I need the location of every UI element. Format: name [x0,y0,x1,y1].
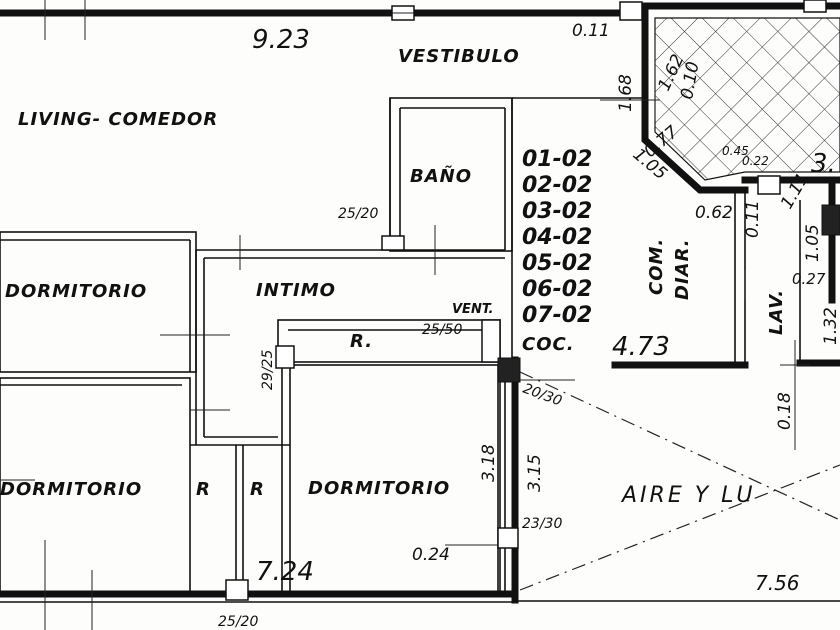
dim-bottom-width: 7.24 [256,557,314,587]
dim-label: 3.18 [479,444,499,482]
patio-lines [519,371,840,591]
schedule-item: 06-02 [522,277,592,302]
room-label-dormitorio-1: DORMITORIO [5,281,147,302]
schedule-item: 01-02 [522,147,592,172]
room-label-dormitorio-3: DORMITORIO [308,478,450,499]
column [821,204,840,236]
column-size-label: 20/30 [521,381,564,410]
room-label-bano: BAÑO [410,164,472,187]
dim-top-width: 9.23 [252,25,310,55]
stair-hatch [654,17,840,181]
dim-label: 0.11 [743,200,763,238]
room-label-ropero: R. [350,331,373,352]
room-label-diar: DIAR. [672,238,693,300]
dim-label: 0.45 [722,144,749,158]
columns [225,0,840,601]
column [757,175,781,195]
patio-diagonal-2 [519,464,840,591]
dim-label: 1.32 [821,307,840,345]
column-size-label: 29/25 [260,350,276,390]
column-size-label: 23/30 [522,516,562,532]
patio-diagonal-1 [519,371,840,521]
partitions [0,97,801,595]
column-size-label: 25/20 [338,206,378,222]
dim-label: 1.11 [777,170,813,213]
schedule-item: 02-02 [522,173,592,198]
column [481,319,501,363]
dim-label: 0.18 [775,392,795,430]
column [803,0,827,13]
room-label-com: COM. [646,238,667,295]
unit-schedule: 01-02 02-02 03-02 04-02 05-02 06-02 07-0… [522,147,592,355]
column [381,235,405,251]
dim-label: 3.15 [525,454,545,492]
dim-label: 0.22 [742,154,769,168]
room-label-aire-y-luz: AIRE Y LU [620,483,756,508]
dim-label: 1.05 [803,224,823,262]
dimension-lines [0,0,810,630]
dim-label: 0.27 [792,270,826,288]
room-label-vestibulo: VESTIBULO [398,46,520,67]
column [225,579,249,601]
dim-label: 0.11 [572,21,610,41]
coc-label: COC. [522,334,575,355]
schedule-item: 03-02 [522,199,592,224]
dim-label: 3. [811,149,836,179]
schedule-item: 05-02 [522,251,592,276]
column [619,1,643,21]
ropero-box [277,319,501,363]
column-size-label: 25/20 [218,614,258,630]
column [275,345,295,369]
room-label-vent: VENT. [452,302,493,317]
room-label-living-comedor: LIVING- COMEDOR [18,109,218,130]
dormitorio-2-box [0,377,191,595]
dim-label: 7.56 [755,571,800,595]
dim-label: 1.68 [616,74,636,112]
dim-label: 0.62 [695,203,733,223]
schedule-item: 04-02 [522,225,592,250]
dormitorio-3-box [289,364,501,595]
dim-label: 0.24 [412,545,450,565]
room-labels: VESTIBULO LIVING- COMEDOR BAÑO DORMITORI… [0,46,787,508]
dormitorio-1-box [0,231,197,373]
stair-wall [641,6,749,194]
room-label-lav: LAV. [766,289,787,335]
schedule-item: 07-02 [522,303,592,328]
room-label-intimo: INTIMO [256,280,336,301]
column-size-label: 25/50 [422,322,462,338]
column [497,527,519,549]
dim-coc-width: 4.73 [612,332,670,362]
room-label-dormitorio-2: DORMITORIO [0,479,142,500]
room-label-ropero-3: R [250,479,265,500]
column [497,357,521,383]
room-label-ropero-2: R [196,479,211,500]
